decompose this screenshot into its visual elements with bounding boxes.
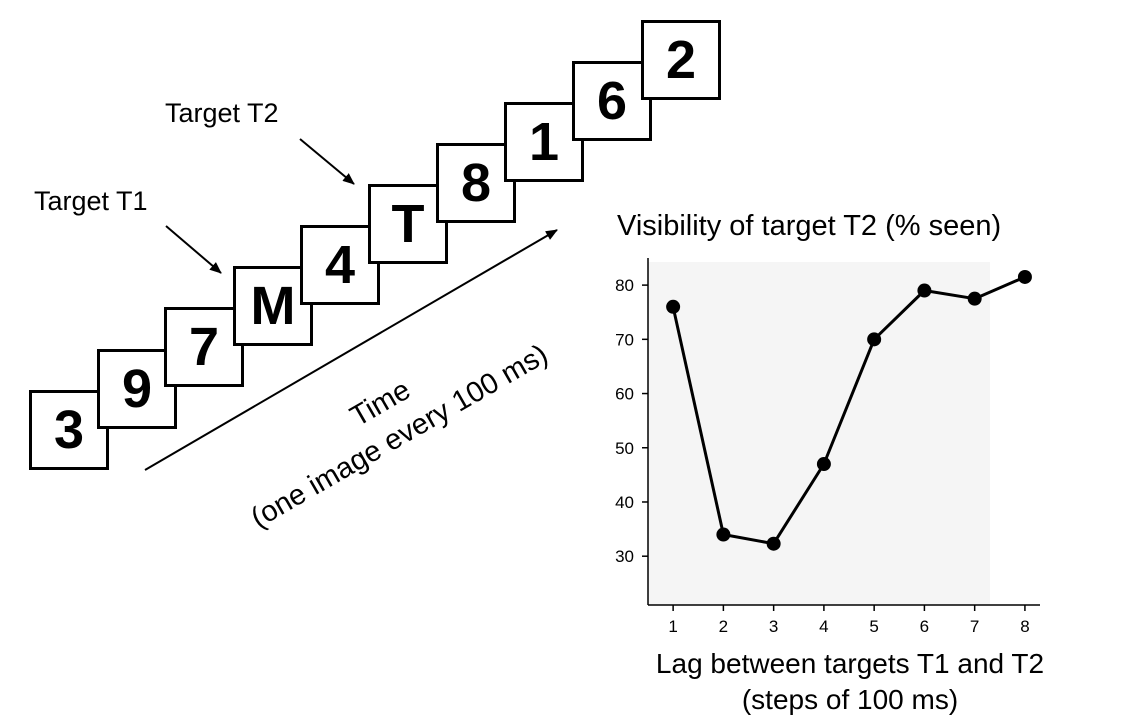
y-tick-label-60: 60 (615, 385, 634, 404)
x-axis-label-line2: (steps of 100 ms) (741, 684, 959, 715)
x-tick-label-3: 3 (769, 617, 778, 636)
data-point-lag-2 (716, 527, 731, 542)
data-point-lag-8 (1017, 269, 1032, 284)
chart-title: Visibility of target T2 (% seen) (617, 210, 1002, 242)
y-tick-label-80: 80 (615, 276, 634, 295)
x-axis-label: Lag between targets T1 and T2 (steps of … (590, 646, 1110, 718)
x-tick-label-2: 2 (719, 617, 728, 636)
x-tick-label-7: 7 (970, 617, 979, 636)
y-tick-label-70: 70 (615, 330, 634, 349)
sequence-card-10: 2 (641, 20, 721, 100)
data-point-lag-7 (967, 291, 982, 306)
x-axis-label-line1: Lag between targets T1 and T2 (655, 648, 1045, 679)
data-point-lag-4 (816, 457, 831, 472)
visibility-line (671, 275, 1026, 546)
y-tick-label-30: 30 (615, 547, 634, 566)
y-tick-label-50: 50 (615, 439, 634, 458)
data-point-lag-1 (666, 299, 681, 314)
x-tick-label-4: 4 (819, 617, 828, 636)
sequence-card-1: 3 (29, 390, 109, 470)
data-point-lag-5 (867, 332, 882, 347)
plot-background (648, 262, 990, 605)
y-tick-label-40: 40 (615, 493, 634, 512)
sequence-card-8: 1 (504, 102, 584, 182)
x-tick-label-1: 1 (668, 617, 677, 636)
sequence-card-7: 8 (436, 143, 516, 223)
target-t2-label: Target T2 (165, 98, 279, 128)
sequence-card-9: 6 (572, 61, 652, 141)
x-tick-label-6: 6 (920, 617, 929, 636)
data-point-lag-6 (917, 283, 932, 298)
data-point-lag-3 (766, 536, 781, 551)
x-tick-label-8: 8 (1020, 617, 1029, 636)
x-tick-label-5: 5 (869, 617, 878, 636)
target-t1-label: Target T1 (34, 186, 148, 216)
